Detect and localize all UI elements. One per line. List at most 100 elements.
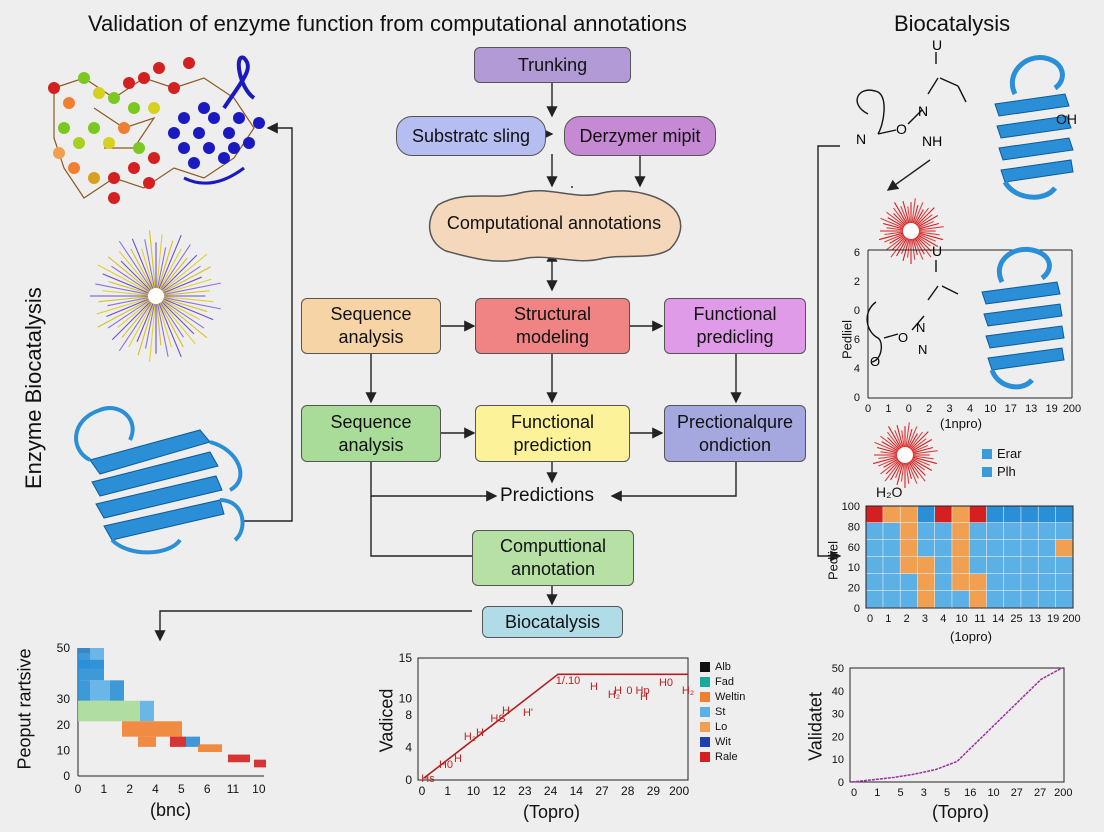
burst-ray (916, 232, 936, 242)
heatmap-cell (935, 540, 952, 557)
bl-bar (110, 680, 124, 701)
burst-ray (118, 300, 154, 352)
right-chart-1-xtick: 10 (984, 403, 996, 415)
heatmap-cell (952, 540, 969, 557)
bm-legend-item: Rale (700, 749, 745, 764)
bm-annotation: H0 (659, 677, 673, 689)
legend-label: Weltin (715, 690, 746, 703)
br-xtick: 0 (851, 787, 857, 799)
burst-ray (885, 458, 902, 475)
burst-ray (876, 446, 900, 454)
prectional-label: Prectionalqure ondiction (676, 411, 794, 455)
bm-annotation: H₂ (682, 685, 694, 697)
burst-ray (907, 459, 919, 479)
right-chart-1-xlabel: (1npro) (940, 416, 982, 431)
computtional-box: Computtional annotation (472, 530, 634, 586)
burst-ray (894, 202, 909, 227)
burst-ray (892, 207, 908, 227)
heatmap-cell (1004, 523, 1021, 540)
right-chart-1-xtick: 13 (1025, 403, 1037, 415)
burst-ray (108, 281, 151, 295)
heatmap-ytick: 0 (854, 603, 860, 615)
burst-ray (880, 217, 906, 230)
legend-swatch (700, 661, 710, 672)
burst-ray (888, 426, 903, 451)
legend-label: St (715, 705, 726, 718)
predictions-label: Predictions (500, 485, 594, 506)
legend-swatch (700, 751, 710, 762)
bm-annotation: HS (490, 713, 505, 725)
burst-ray (111, 299, 153, 341)
heatmap-cell (1021, 506, 1038, 523)
heatmap-cell (866, 591, 883, 608)
br-ytick: 50 (832, 663, 844, 675)
computtional-label: Computtional annotation (499, 536, 607, 579)
burst-ray (107, 298, 152, 329)
bm-ytick: 8 (405, 708, 412, 722)
heatmap-legend-item-0: Erar (982, 446, 1022, 461)
burst-ray (906, 460, 918, 484)
bm-ytick: 10 (399, 692, 413, 706)
burst-ray (908, 431, 929, 452)
br-xtick: 10 (987, 787, 999, 799)
burst-ray (912, 202, 924, 226)
burst-ray (880, 451, 900, 455)
bl-bar (164, 721, 182, 737)
burst-ray (907, 433, 918, 451)
legend-swatch (700, 721, 710, 732)
bottom-middle-ylabel: Vadiced (376, 688, 397, 753)
heatmap-cell (969, 540, 987, 557)
bl-bar (120, 700, 140, 722)
heatmap-cell (883, 557, 900, 574)
burst-ray (900, 460, 905, 482)
heatmap-cell (1021, 574, 1038, 591)
bl-bar (122, 721, 144, 737)
mol-u: U (932, 37, 942, 53)
burst-ray (158, 248, 182, 291)
legend-swatch (700, 676, 710, 687)
heatmap-cell (1055, 557, 1073, 574)
heatmap-cell (1038, 557, 1056, 574)
right-chart-1-xtick: 17 (1005, 403, 1017, 415)
br-ytick: 40 (832, 686, 844, 698)
burst-ray (148, 230, 156, 291)
bm-ytick: 4 (405, 740, 412, 754)
burst-ray (874, 441, 900, 454)
molecule-structure-1: U N O N NH (856, 37, 967, 149)
br-xtick: 3 (921, 787, 927, 799)
right-chart-1-ylabel: Pedliel (839, 319, 855, 360)
heatmap-ytick: 100 (842, 501, 860, 513)
heatmap-cell (1004, 574, 1021, 591)
burst-ray (156, 301, 169, 357)
heatmap-cell (917, 506, 935, 523)
heatmap-cell (883, 523, 900, 540)
heatmap-xtick: 3 (922, 613, 928, 625)
heatmap-cell (935, 591, 952, 608)
burst-ray (159, 257, 188, 292)
heatmap-cell (986, 523, 1004, 540)
heatmap-cell (866, 574, 883, 591)
burst-ray (913, 209, 924, 227)
bm-xtick: 12 (492, 784, 506, 798)
legend-swatch (700, 736, 710, 747)
burst-ray (914, 234, 932, 252)
heatmap-cell (900, 591, 918, 608)
burst-ray (161, 296, 214, 303)
trunking-box: Trunking (474, 47, 631, 83)
burst-ray (117, 299, 152, 328)
burst-ray (912, 236, 924, 260)
burst-ray (886, 211, 907, 228)
burst-ray (159, 254, 198, 293)
bm-xtick: 28 (621, 784, 635, 798)
bl-bar (254, 759, 266, 768)
br-xtick: 5 (897, 787, 903, 799)
heatmap-cell (917, 557, 935, 574)
mol-n-4: N (918, 342, 927, 357)
burst-ray (910, 455, 934, 460)
bm-xtick: 1 (444, 784, 451, 798)
bl-bar (228, 754, 250, 763)
heatmap-cell (900, 523, 918, 540)
right-title: Biocatalysis (894, 11, 1011, 36)
